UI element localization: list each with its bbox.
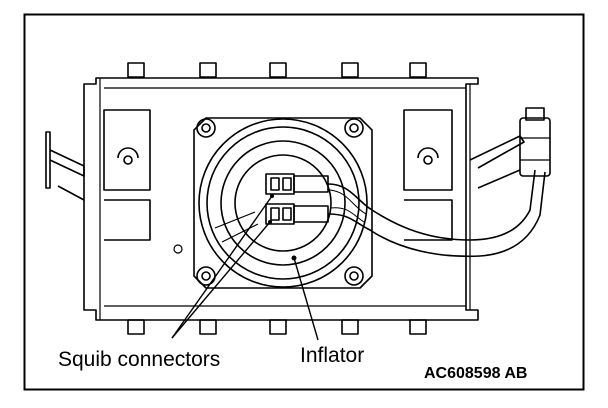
squib-leader-dot-upper	[270, 194, 274, 198]
left-bracket	[45, 109, 151, 241]
inflator	[198, 118, 368, 288]
leader-lines	[171, 195, 319, 341]
inflator-base	[193, 117, 373, 289]
airbag-module	[45, 62, 551, 335]
right-bracket	[403, 109, 525, 241]
bottom-tabs	[127, 319, 427, 335]
squib-leader-dot-lower	[268, 220, 272, 224]
top-tabs	[127, 62, 427, 78]
wire-harness	[327, 169, 546, 258]
housing-outline	[83, 77, 479, 321]
figure-code: AC608598 AB	[424, 365, 527, 382]
squib-connectors	[265, 173, 329, 225]
harness-connector	[519, 107, 551, 177]
marking-symbol	[173, 244, 183, 254]
inflator-leader	[293, 257, 319, 341]
inflator-leader-dot	[291, 255, 297, 261]
squib-leader-lower	[171, 221, 271, 339]
squib-leader-upper	[171, 195, 273, 339]
label-inflator: Inflator	[300, 344, 364, 367]
figure-frame	[23, 13, 585, 391]
label-squib-connectors: Squib connectors	[58, 348, 220, 371]
bolt-holes	[196, 118, 364, 286]
